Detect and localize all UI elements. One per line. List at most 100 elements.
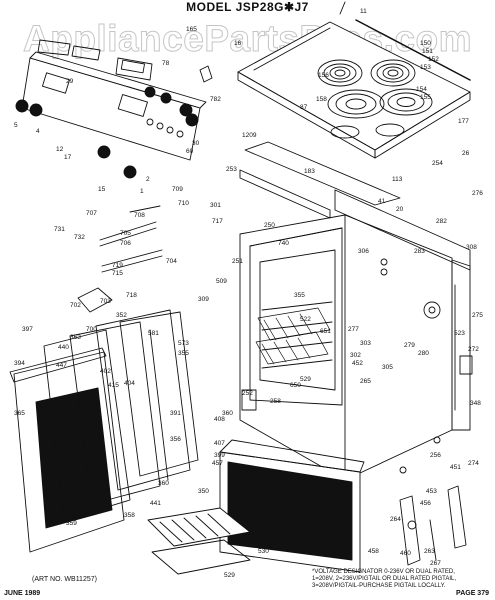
callout-label: 355 <box>294 292 305 299</box>
callout-label: 156 <box>318 72 329 79</box>
callout-label: 731 <box>54 226 65 233</box>
callout-label: 740 <box>278 240 289 247</box>
callout-label: 306 <box>358 248 369 255</box>
callout-label: 1209 <box>242 132 257 139</box>
callout-label: 700 <box>86 326 97 333</box>
callout-label: 155 <box>420 94 431 101</box>
callout-label: 718 <box>126 292 137 299</box>
hinges <box>399 436 467 566</box>
callout-label: 359 <box>66 520 77 527</box>
callout-label: 177 <box>458 118 469 125</box>
callout-label: 275 <box>472 312 483 319</box>
callout-label: 4 <box>36 128 40 135</box>
callout-label: 440 <box>58 344 69 351</box>
callout-label: 360 <box>222 410 233 417</box>
voltage-line-3: 3=208V/PIGTAIL-PURCHASE PIGTAIL LOCALLY. <box>312 583 446 589</box>
callout-label: 708 <box>134 212 145 219</box>
callout-label: 415 <box>108 382 119 389</box>
burner-coils <box>317 59 433 139</box>
callout-label: 151 <box>422 48 433 55</box>
oven-cabinet <box>239 214 453 481</box>
callout-label: 274 <box>468 460 479 467</box>
callout-label: 251 <box>232 258 243 265</box>
callout-label: 702 <box>70 302 81 309</box>
callout-label: 348 <box>470 400 481 407</box>
callout-label: 447 <box>56 362 67 369</box>
callout-label: 355 <box>178 350 189 357</box>
callout-label: 113 <box>392 176 403 183</box>
callout-label: 365 <box>14 410 25 417</box>
art-number: (ART NO. WB11257) <box>32 576 97 583</box>
callout-label: 703 <box>100 298 111 305</box>
callout-label: 509 <box>216 278 227 285</box>
callout-label: 719 <box>112 262 123 269</box>
callout-label: 17 <box>64 154 72 161</box>
callout-label: 350 <box>198 488 209 495</box>
callout-label: 356 <box>170 436 181 443</box>
callout-label: 452 <box>352 360 363 367</box>
callout-label: 707 <box>86 210 97 217</box>
callout-label: 256 <box>430 452 441 459</box>
callout-label: 529 <box>224 572 235 579</box>
callout-label: 397 <box>22 326 33 333</box>
callout-label: 253 <box>226 166 237 173</box>
callout-label: 78 <box>162 60 170 67</box>
callout-label: 441 <box>150 500 161 507</box>
callout-label: 451 <box>450 464 461 471</box>
callout-label: 258 <box>270 398 281 405</box>
callout-label: 2 <box>146 176 150 183</box>
misc-parts <box>129 65 473 411</box>
callout-label: 158 <box>316 96 327 103</box>
callout-label: 280 <box>418 350 429 357</box>
callout-label: 30 <box>192 140 200 147</box>
callout-label: 183 <box>304 168 315 175</box>
storage-drawer <box>219 439 365 573</box>
callout-label: 16 <box>234 40 242 47</box>
callout-label: 394 <box>14 360 25 367</box>
callout-label: 279 <box>404 342 415 349</box>
callout-label: 282 <box>436 218 447 225</box>
callout-label: 272 <box>468 346 479 353</box>
callout-label: 303 <box>360 340 371 347</box>
callout-label: 457 <box>212 460 223 467</box>
clock-module <box>37 39 153 81</box>
callout-label: 1 <box>140 188 144 195</box>
callout-label: 283 <box>414 248 425 255</box>
callout-label: 276 <box>472 190 483 197</box>
callout-label: 523 <box>454 330 465 337</box>
callout-label: 5 <box>14 122 18 129</box>
callout-label: 250 <box>264 222 275 229</box>
drawer-slides <box>77 221 163 313</box>
callout-label: 706 <box>120 240 131 247</box>
callout-label: 732 <box>74 234 85 241</box>
voltage-line-2: 1=208V, 2=236V/PIGTAIL OR DUAL RATED PIG… <box>312 576 457 582</box>
callout-label: 308 <box>466 244 477 251</box>
callout-label: 581 <box>148 330 159 337</box>
callout-label: 165 <box>186 26 197 33</box>
callout-label: 302 <box>350 352 361 359</box>
control-panel <box>21 51 207 161</box>
oven-racks <box>255 307 331 365</box>
callout-label: 408 <box>214 416 225 423</box>
voltage-note: *VOLTAGE DESIGNATOR 0-236V OR DUAL RATED… <box>312 569 492 590</box>
callout-label: 402 <box>100 368 111 375</box>
callout-label: 29 <box>66 78 74 85</box>
callout-label: 458 <box>368 548 379 555</box>
callout-label: 305 <box>382 364 393 371</box>
callout-label: 277 <box>348 326 359 333</box>
callout-label: 782 <box>210 96 221 103</box>
watermark-logo: AppliancePartsPros.com <box>23 18 472 60</box>
broiler-pan <box>147 507 251 575</box>
callout-label: 87 <box>300 104 308 111</box>
callout-label: 263 <box>424 548 435 555</box>
callout-label: 530 <box>258 548 269 555</box>
callout-label: 650 <box>290 382 301 389</box>
callout-label: 460 <box>400 550 411 557</box>
callout-label: 352 <box>116 312 127 319</box>
callout-label: 41 <box>378 198 386 205</box>
callout-label: 573 <box>178 340 189 347</box>
callout-label: 12 <box>56 146 64 153</box>
callout-label: 309 <box>198 296 209 303</box>
footer-page: PAGE 379 <box>456 590 489 597</box>
